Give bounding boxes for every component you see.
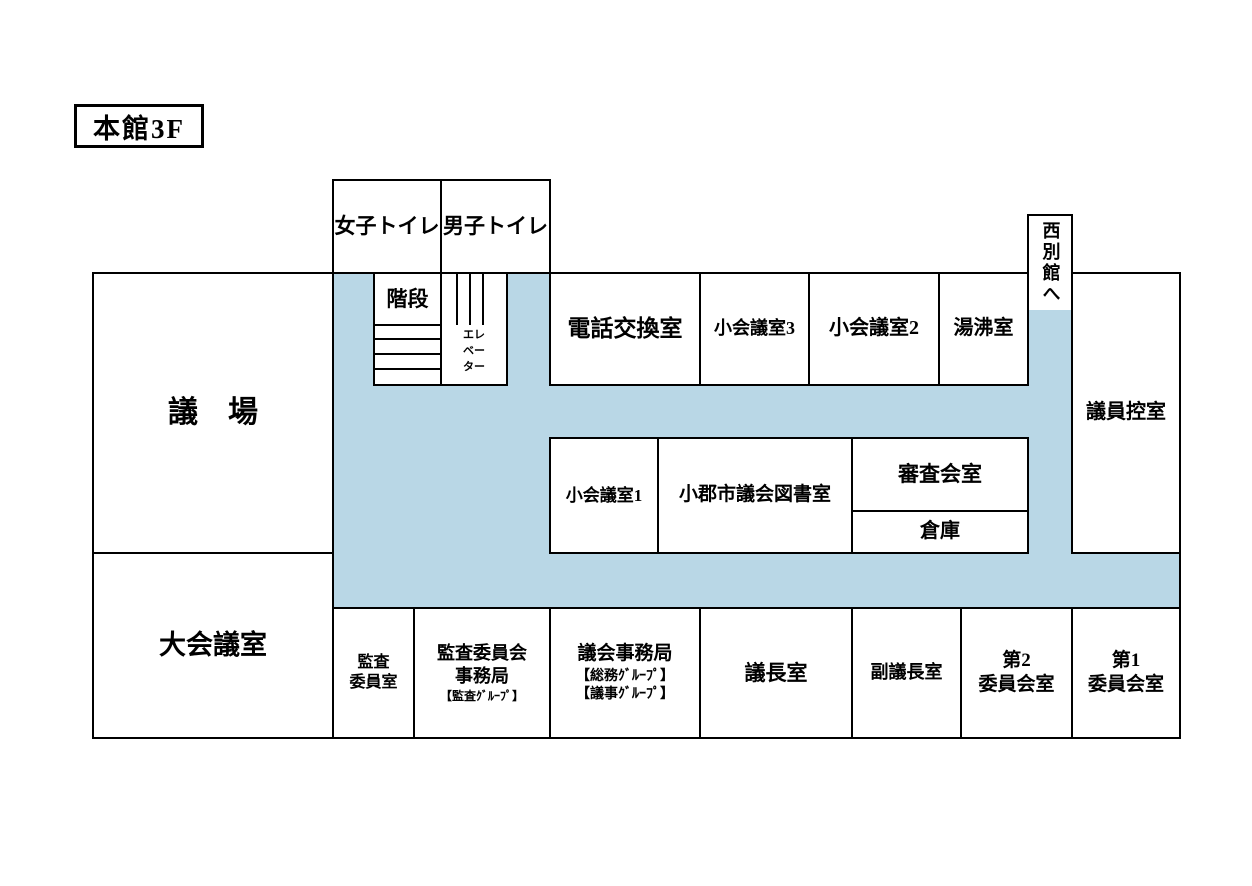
room-members-waiting: 議員控室 — [1071, 272, 1181, 554]
stairs-steps — [373, 324, 442, 386]
room-audit-secretariat: 監査委員会 事務局 【監査ｸﾞﾙｰﾌﾟ】 — [413, 607, 551, 739]
room-small-meeting-1: 小会議室1 — [549, 437, 659, 554]
room-committee-2: 第2 委員会室 — [960, 607, 1073, 739]
room-elevator: エレ ベー ター — [440, 272, 508, 386]
room-committee-1: 第1 委員会室 — [1071, 607, 1181, 739]
room-small-meeting-2: 小会議室2 — [808, 272, 940, 386]
elevator-label: エレ ベー ター — [463, 329, 485, 373]
passage-to-west-annex: 西別館へ — [1027, 214, 1073, 310]
to-west-annex-label: 西別館へ — [1040, 221, 1061, 305]
room-small-meeting-3: 小会議室3 — [699, 272, 810, 386]
room-assembly-hall: 議 場 — [92, 272, 334, 554]
stair-step-line — [375, 353, 440, 355]
council-secretariat-group-labels: 【総務ｸﾞﾙｰﾌﾟ】 【議事ｸﾞﾙｰﾌﾟ】 — [576, 668, 674, 702]
floor-title: 本館3F — [74, 104, 204, 148]
elevator-shaft-line — [469, 274, 471, 325]
room-council-library: 小郡市議会図書室 — [657, 437, 853, 554]
stair-step-line — [375, 368, 440, 370]
audit-secretariat-label: 監査委員会 事務局 — [437, 642, 527, 686]
room-examination: 審査会室 — [851, 437, 1029, 512]
room-hot-water: 湯沸室 — [938, 272, 1029, 386]
room-storage: 倉庫 — [851, 510, 1029, 554]
room-stairs: 階段 — [373, 272, 442, 326]
room-chairman: 議長室 — [699, 607, 853, 739]
room-mens-toilet: 男子トイレ — [440, 179, 551, 274]
council-secretariat-label: 議会事務局 — [577, 643, 673, 665]
room-large-conference: 大会議室 — [92, 552, 334, 739]
stair-step-line — [375, 338, 440, 340]
elevator-shaft-line — [456, 274, 458, 325]
room-womens-toilet: 女子トイレ — [332, 179, 442, 274]
elevator-shaft-line — [482, 274, 484, 325]
room-council-secretariat: 議会事務局 【総務ｸﾞﾙｰﾌﾟ】 【議事ｸﾞﾙｰﾌﾟ】 — [549, 607, 701, 739]
audit-secretariat-group-label: 【監査ｸﾞﾙｰﾌﾟ】 — [439, 688, 524, 703]
room-telephone-exchange: 電話交換室 — [549, 272, 701, 386]
room-audit-committee: 監査 委員室 — [332, 607, 415, 739]
room-vice-chairman: 副議長室 — [851, 607, 962, 739]
